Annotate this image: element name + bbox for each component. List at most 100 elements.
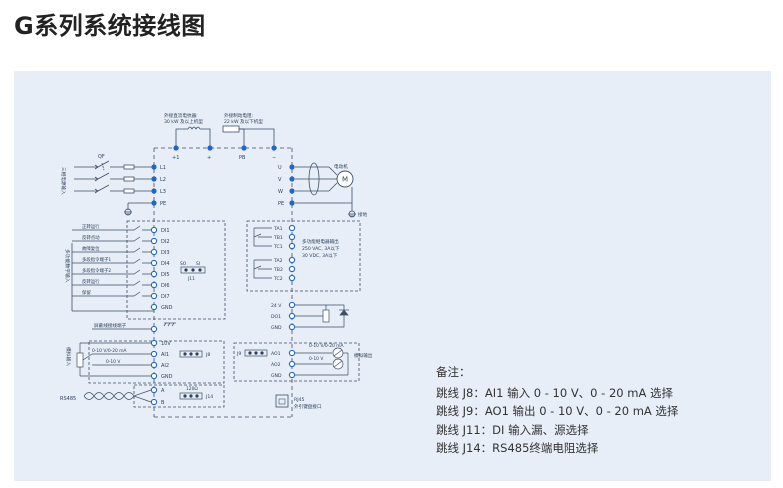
di-function-3: 故障复位 xyxy=(82,245,100,252)
ai-label-1: 10V xyxy=(161,341,171,347)
di-label-5: DI5 xyxy=(161,272,170,278)
ao-terminal-2 xyxy=(288,360,296,368)
j11-label: J11 xyxy=(187,276,195,282)
notes-title: 备注： xyxy=(436,365,471,379)
bus-terminal-2 xyxy=(207,145,213,151)
shield-section: 屏蔽线接线端子 xyxy=(92,322,176,333)
input-label-3: L3 xyxy=(160,189,166,195)
ground-icon xyxy=(348,210,356,218)
input-terminal-2 xyxy=(151,176,157,182)
di-function-6: 反转运行 xyxy=(82,278,100,285)
j14-jumper: J14 xyxy=(179,392,213,400)
input-terminal-4 xyxy=(151,200,157,206)
j8-jumper: J8 xyxy=(179,350,210,358)
do-label-2: DO1 xyxy=(271,314,281,320)
dc-reactor-note: 30 kW 及以上机型 xyxy=(164,118,203,125)
notes-block: 备注： 跳线 J8：AI1 输入 0 - 10 V、0 - 20 mA 选择 跳… xyxy=(436,363,678,458)
motor-ground-label: 接地 xyxy=(358,211,368,218)
bus-terminal-row: +1 + PB − xyxy=(172,145,277,161)
motor-label: 电动机 xyxy=(334,163,348,170)
ao1-range: 0-10 V/0-20 mA xyxy=(309,343,343,349)
page-title: G系列系统接线图 xyxy=(14,12,206,40)
note-line-j11: 跳线 J11：DI 输入漏、源选择 xyxy=(436,422,589,437)
j14-label: J14 xyxy=(205,394,213,400)
di-label-2: DI2 xyxy=(161,239,170,245)
output-terminal-3 xyxy=(289,188,295,194)
analog-in-label: 模拟输入 xyxy=(65,347,72,366)
shield-terminal xyxy=(150,325,158,333)
di-terminal-4 xyxy=(150,259,158,267)
wiring-diagram: 外接直流电抗器: 30 kW 及以上机型 外接制动电阻: 22 kW 及以下机型… xyxy=(60,112,373,418)
rs485-terminal-b xyxy=(150,398,158,406)
di-terminal-1 xyxy=(150,226,158,234)
input-label-1: L1 xyxy=(160,165,166,171)
top-components: 外接直流电抗器: 30 kW 及以上机型 外接制动电阻: 22 kW 及以下机型 xyxy=(164,112,275,147)
relay-desc-3: 30 VDC, 3A以下 xyxy=(302,253,338,259)
input-terminal-1 xyxy=(151,164,157,170)
di-terminal-8 xyxy=(150,303,158,311)
relay-terminal-6 xyxy=(288,274,296,282)
di-terminal-5 xyxy=(150,270,158,278)
relay-terminal-1 xyxy=(288,224,296,232)
note-line-j8: 跳线 J8：AI1 输入 0 - 10 V、0 - 20 mA 选择 xyxy=(436,385,673,400)
rs485-label: RS485 xyxy=(60,396,76,402)
ai-label-3: AI2 xyxy=(161,363,169,369)
ai-terminal-4 xyxy=(150,372,158,380)
brake-resistor-label: 外接制动电阻: xyxy=(224,112,254,119)
bus-terminal-3 xyxy=(241,145,247,151)
ai-terminal-2 xyxy=(150,350,158,358)
di-function-7: 保留 xyxy=(82,289,91,296)
do-terminal-2 xyxy=(288,312,296,320)
j9-label: J9 xyxy=(236,351,241,357)
output-terminal-2 xyxy=(289,176,295,182)
analog-out-label: 模拟输出 xyxy=(354,352,373,359)
di-label-1: DI1 xyxy=(161,228,170,234)
di-function-4: 多段指令端子1 xyxy=(82,256,111,263)
relay-label-1: TA1 xyxy=(273,226,283,232)
j8-label: J8 xyxy=(205,352,210,358)
diagram-panel: 外接直流电抗器: 30 kW 及以上机型 外接制动电阻: 22 kW 及以下机型… xyxy=(14,71,771,481)
input-label-2: L2 xyxy=(160,177,166,183)
note-line-j9: 跳线 J9：AO1 输出 0 - 10 V、0 - 20 mA 选择 xyxy=(436,404,679,418)
dc-reactor-label: 外接直流电抗器: xyxy=(164,112,198,119)
bus-label-1: +1 xyxy=(172,155,179,161)
ao-terminal-1 xyxy=(288,349,296,357)
motor-icon: M xyxy=(336,170,354,188)
power-input: 三相电源输入 QF xyxy=(60,154,154,216)
output-terminals: U V W PE M 电动机 xyxy=(278,162,368,218)
motor-symbol: M xyxy=(342,176,348,184)
di-function-5: 多段指令端子2 xyxy=(82,267,111,274)
di-label-6: DI6 xyxy=(161,283,170,289)
ao-label-3: GND xyxy=(271,373,282,379)
relay-label-4: TA2 xyxy=(273,258,283,264)
digital-input-section: 多功能数字输入 DI1 DI2 DI3 DI4 DI5 DI6 D xyxy=(64,220,226,320)
shield-label: 屏蔽线接线端子 xyxy=(94,322,127,329)
rs485-label-b: B xyxy=(161,400,165,406)
relay-terminal-4 xyxy=(288,256,296,264)
relay-desc-1: 多功能继电器输出 xyxy=(302,238,339,245)
relay-terminal-3 xyxy=(288,242,296,250)
j11-left-label: SO xyxy=(180,261,187,267)
brake-resistor-note: 22 kW 及以下机型 xyxy=(224,118,263,125)
relay-label-3: TC1 xyxy=(273,244,283,250)
note-line-j14: 跳线 J14：RS485终端电阻选择 xyxy=(436,441,599,455)
di-label-7: DI7 xyxy=(161,294,170,300)
ai2-range: 0-10 V xyxy=(106,359,120,365)
relay-terminal-2 xyxy=(288,233,296,241)
di-terminal-3 xyxy=(150,248,158,256)
di-terminal-6 xyxy=(150,281,158,289)
j11-jumper: SO SI J11 xyxy=(180,261,206,282)
relay-section: TA1 TB1 TC1 TA2 TB2 TC2 多功能继电器输出 250 VAC… xyxy=(246,220,361,292)
ao-label-2: AO2 xyxy=(271,362,281,368)
power-input-label: 三相电源输入 xyxy=(60,167,67,195)
bus-label-2: + xyxy=(207,155,211,161)
do-terminal-3 xyxy=(288,323,296,331)
relay-label-5: TB2 xyxy=(273,267,283,273)
relay-label-6: TC2 xyxy=(273,276,283,282)
rs485-section: RS485 A B 120Ω J14 xyxy=(60,384,225,408)
relay-desc-2: 250 VAC, 3A以下 xyxy=(302,246,340,252)
bus-terminal-1 xyxy=(173,145,179,151)
do-label-3: GND xyxy=(271,325,282,331)
di-label-8: GND xyxy=(161,305,173,311)
output-terminal-4 xyxy=(289,200,295,206)
